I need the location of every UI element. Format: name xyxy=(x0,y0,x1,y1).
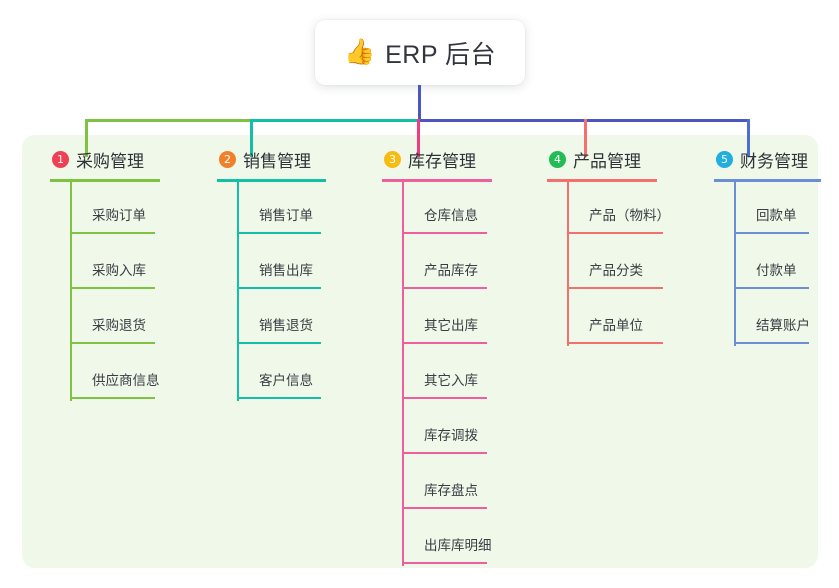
list-item-label: 产品单位 xyxy=(589,318,643,333)
list-item-label: 采购入库 xyxy=(92,263,146,278)
column-heading-rule-1 xyxy=(50,179,160,182)
diagram-panel xyxy=(22,135,818,568)
column-title-5: 财务管理 xyxy=(740,151,808,171)
list-item-label: 销售出库 xyxy=(259,263,313,278)
column-1: 1 采购管理采购订单采购入库采购退货供应商信息 xyxy=(36,147,160,401)
list-item-rule xyxy=(402,232,487,234)
list-item-label: 回款单 xyxy=(756,208,797,223)
column-heading-1[interactable]: 1 采购管理 xyxy=(36,147,144,171)
list-item-label: 产品分类 xyxy=(589,263,643,278)
bus-segment-teal xyxy=(249,119,418,122)
list-item-rule xyxy=(567,232,663,234)
list-item-label: 其它出库 xyxy=(424,318,478,333)
list-item-rule xyxy=(402,452,487,454)
list-item-label: 采购订单 xyxy=(92,208,146,223)
column-spine-2 xyxy=(237,181,239,401)
list-item-rule xyxy=(734,232,809,234)
list-item-label: 产品（物料） xyxy=(589,208,670,223)
root-node-card[interactable]: 👍 ERP 后台 xyxy=(315,20,525,85)
bus-segment-green xyxy=(84,119,251,122)
root-node-title: ERP 后台 xyxy=(385,40,497,69)
list-item-rule xyxy=(402,562,487,564)
thumbs-up-icon: 👍 xyxy=(343,38,376,66)
column-3: 3 库存管理仓库信息产品库存其它出库其它入库库存调拨库存盘点出库库明细 xyxy=(368,147,492,566)
list-item-label: 结算账户 xyxy=(756,318,810,333)
column-spine-5 xyxy=(734,181,736,346)
trunk-line xyxy=(417,85,421,122)
list-item-rule xyxy=(402,397,487,399)
list-item-label: 库存调拨 xyxy=(424,428,478,443)
list-item-rule xyxy=(237,397,321,399)
list-item-label: 销售退货 xyxy=(259,318,313,333)
column-heading-4[interactable]: 4 产品管理 xyxy=(533,147,641,171)
list-item-rule xyxy=(70,397,155,399)
bus-segment-blue xyxy=(416,119,750,122)
list-item-label: 采购退货 xyxy=(92,318,146,333)
drop-line-1 xyxy=(84,119,88,157)
column-badge-2: 2 xyxy=(219,150,236,168)
column-5: 5 财务管理回款单付款单结算账户 xyxy=(700,147,821,346)
column-heading-2[interactable]: 2 销售管理 xyxy=(203,147,311,171)
column-badge-1: 1 xyxy=(52,150,69,168)
column-heading-rule-2 xyxy=(217,179,326,182)
list-item-label: 产品库存 xyxy=(424,263,478,278)
list-item-rule xyxy=(567,342,663,344)
list-item-label: 销售订单 xyxy=(259,208,313,223)
list-item-rule xyxy=(237,342,321,344)
column-4: 4 产品管理产品（物料） 产品分类产品单位 xyxy=(533,147,670,346)
list-item-rule xyxy=(734,287,809,289)
list-item-label: 供应商信息 xyxy=(92,373,160,388)
column-2: 2 销售管理销售订单销售出库销售退货客户信息 xyxy=(203,147,326,401)
column-title-3: 库存管理 xyxy=(408,151,476,171)
drop-line-2 xyxy=(249,119,253,157)
column-spine-4 xyxy=(567,181,569,346)
list-item-label: 付款单 xyxy=(756,263,797,278)
column-heading-rule-3 xyxy=(382,179,492,182)
column-heading-rule-5 xyxy=(714,179,821,182)
list-item-label: 仓库信息 xyxy=(424,208,478,223)
list-item-rule xyxy=(402,507,487,509)
list-item-label: 其它入库 xyxy=(424,373,478,388)
list-item-rule xyxy=(402,287,487,289)
column-heading-5[interactable]: 5 财务管理 xyxy=(700,147,808,171)
list-item-rule xyxy=(70,232,155,234)
drop-line-4 xyxy=(583,119,587,157)
list-item-rule xyxy=(237,232,321,234)
list-item-rule xyxy=(237,287,321,289)
drop-line-5 xyxy=(746,119,750,157)
column-heading-rule-4 xyxy=(547,179,657,182)
column-badge-5: 5 xyxy=(716,150,733,168)
column-title-1: 采购管理 xyxy=(76,151,144,171)
column-title-2: 销售管理 xyxy=(243,151,311,171)
list-item-label: 库存盘点 xyxy=(424,483,478,498)
list-item-label: 出库库明细 xyxy=(424,538,492,553)
column-badge-4: 4 xyxy=(549,150,566,168)
list-item-rule xyxy=(402,342,487,344)
list-item-rule xyxy=(70,342,155,344)
column-spine-3 xyxy=(402,181,404,566)
column-badge-3: 3 xyxy=(384,150,401,168)
column-heading-3[interactable]: 3 库存管理 xyxy=(368,147,476,171)
column-spine-1 xyxy=(70,181,72,401)
list-item-rule xyxy=(70,287,155,289)
column-title-4: 产品管理 xyxy=(573,151,641,171)
drop-line-3 xyxy=(416,119,420,157)
list-item-rule xyxy=(567,287,663,289)
list-item-rule xyxy=(734,342,809,344)
list-item-label: 客户信息 xyxy=(259,373,313,388)
